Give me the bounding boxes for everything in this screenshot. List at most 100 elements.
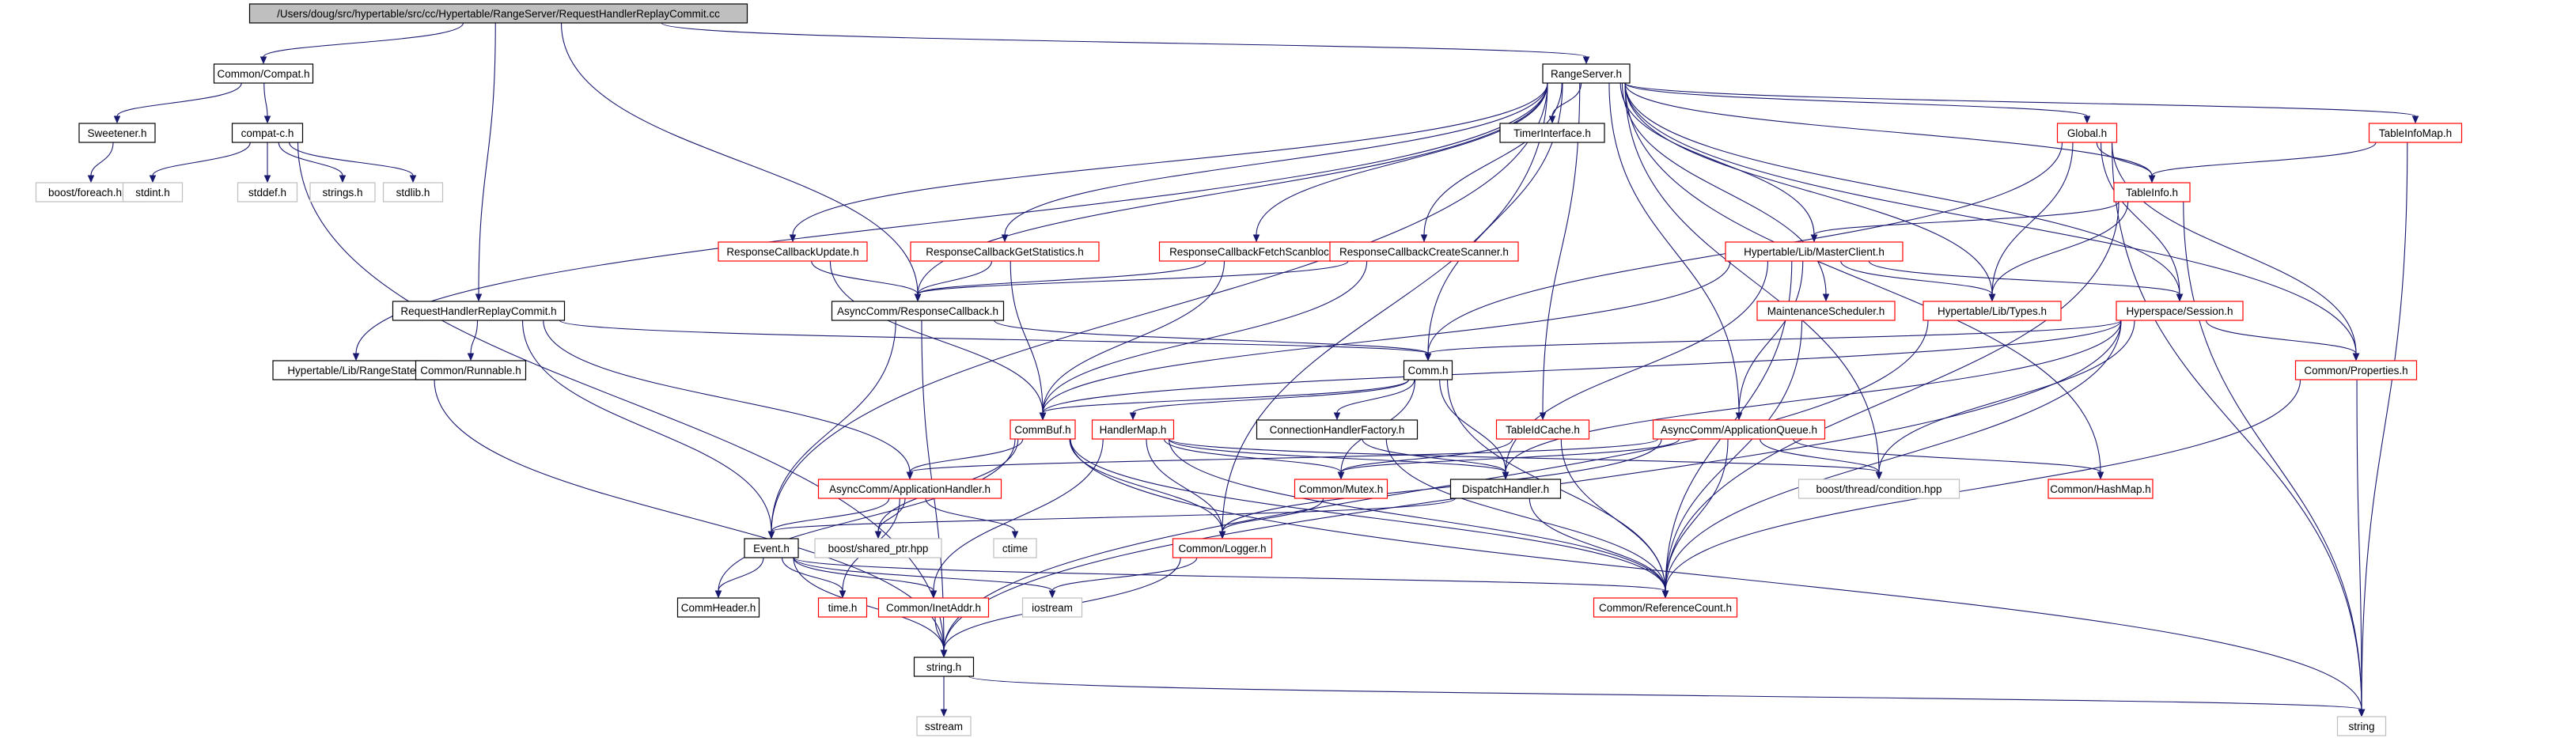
edge-global_h-to-types_h [1988, 142, 2074, 302]
edge-tableinfo-to-types_h [1988, 201, 2129, 302]
node-rangeserver[interactable]: RangeServer.h [1542, 63, 1631, 84]
edge-compat_c-to-stddef [263, 142, 271, 184]
node-sweetener[interactable]: Sweetener.h [78, 123, 156, 143]
node-box [1172, 538, 1273, 558]
node-inetaddr[interactable]: Common/InetAddr.h [877, 597, 990, 618]
edge-rangeserver-to-maint_sched [1621, 82, 1830, 302]
node-label: ConnectionHandlerFactory.h [1270, 424, 1405, 436]
node-time_h[interactable]: time.h [817, 597, 868, 618]
edge-rcb_create-to-async_rcb [914, 260, 1349, 302]
node-rcb_create[interactable]: ResponseCallbackCreateScanner.h [1329, 241, 1519, 262]
node-event_h[interactable]: Event.h [744, 538, 799, 558]
node-rcb_getstats[interactable]: ResponseCallbackGetStatistics.h [910, 241, 1100, 262]
node-rcb_update[interactable]: ResponseCallbackUpdate.h [718, 241, 868, 262]
edge-commbuf-to-commheader [714, 438, 1016, 599]
node-label: MaintenanceScheduler.h [1767, 305, 1885, 317]
node-box [910, 241, 1100, 262]
edge-compat_c-to-stdint [149, 142, 251, 184]
edge-commbuf-to-apphandler [906, 438, 1024, 480]
node-label: /Users/doug/src/hypertable/src/cc/Hypert… [277, 8, 720, 20]
node-maint_sched[interactable]: MaintenanceScheduler.h [1756, 301, 1896, 321]
edge-rhrc_h-to-apphandler [543, 320, 914, 480]
edge-rangeserver-to-tableinfomap [1624, 82, 2419, 124]
node-label: stdint.h [135, 187, 170, 199]
node-box [248, 3, 748, 24]
node-box [916, 716, 972, 736]
node-session_h[interactable]: Hyperspace/Session.h [2116, 301, 2244, 321]
node-label: Common/Logger.h [1178, 543, 1266, 554]
node-box [814, 538, 942, 558]
node-box [2113, 182, 2191, 202]
edge-apphandler-to-ctime [925, 498, 1019, 539]
edge-rcb_getstats-to-async_rcb [914, 260, 993, 302]
node-global_h[interactable]: Global.h [2056, 123, 2118, 143]
node-box [1652, 419, 1826, 440]
node-label: Common/Properties.h [2304, 365, 2407, 377]
node-tableinfo[interactable]: TableInfo.h [2113, 182, 2191, 202]
edge-root-to-rangeserver [661, 22, 1590, 65]
node-label: Common/Mutex.h [1299, 483, 1384, 495]
node-connhandlerfactory[interactable]: ConnectionHandlerFactory.h [1256, 419, 1419, 440]
edge-mutex_h-to-logger_h [1218, 498, 1324, 539]
node-rangestate[interactable]: Hypertable/Lib/RangeState.h [272, 360, 440, 380]
node-mutex_h[interactable]: Common/Mutex.h [1294, 479, 1388, 499]
node-label: time.h [828, 602, 858, 614]
node-label: Sweetener.h [87, 127, 146, 139]
node-masterclient[interactable]: Hypertable/Lib/MasterClient.h [1725, 241, 1904, 262]
node-label: Hypertable/Lib/MasterClient.h [1744, 246, 1885, 258]
edge-rangeserver-to-rcb_update [789, 82, 1548, 243]
node-label: CommBuf.h [1014, 424, 1070, 436]
node-handlermap[interactable]: HandlerMap.h [1091, 419, 1175, 440]
edge-string_h-to-string [968, 676, 2366, 717]
node-timerinterface[interactable]: TimerInterface.h [1499, 123, 1605, 143]
node-tableidcache[interactable]: TableIdCache.h [1495, 419, 1590, 440]
node-refcount[interactable]: Common/ReferenceCount.h [1593, 597, 1738, 618]
edge-masterclient-to-session_h [1868, 260, 2184, 302]
edge-root-to-compat_h [259, 22, 464, 65]
node-label: stdlib.h [396, 187, 430, 199]
node-rhrc_h[interactable]: RequestHandlerReplayCommit.h [392, 301, 566, 321]
node-box [2336, 716, 2387, 736]
edge-root-to-rhrc_h [475, 22, 496, 302]
node-rcb_fetch[interactable]: ResponseCallbackFetchScanblock.h [1158, 241, 1354, 262]
node-appqueue[interactable]: AsyncComm/ApplicationQueue.h [1652, 419, 1826, 440]
node-runnable[interactable]: Common/Runnable.h [415, 360, 527, 380]
edge-event_h-to-inetaddr [793, 557, 938, 599]
node-label: TableInfoMap.h [2379, 127, 2452, 139]
node-box [1593, 597, 1738, 618]
edge-compat_c-to-strings_h [278, 142, 347, 184]
node-apphandler[interactable]: AsyncComm/ApplicationHandler.h [817, 479, 1002, 499]
node-root[interactable]: /Users/doug/src/hypertable/src/cc/Hypert… [248, 3, 748, 24]
node-string_h[interactable]: string.h [913, 657, 975, 677]
node-hashmap[interactable]: Common/HashMap.h [2048, 479, 2154, 499]
edge-sweetener-to-boost_foreach [87, 142, 114, 184]
node-label: TableInfo.h [2126, 187, 2178, 199]
node-commbuf[interactable]: CommBuf.h [1010, 419, 1076, 440]
node-box [1403, 360, 1453, 380]
edge-rcb_fetch-to-async_rcb [914, 260, 1207, 302]
node-types_h[interactable]: Hypertable/Lib/Types.h [1923, 301, 2062, 321]
edge-session_h-to-boost_condition [1875, 320, 2135, 480]
node-ctime: ctime [993, 538, 1037, 558]
node-label: Hypertable/Lib/RangeState.h [287, 365, 424, 377]
node-label: boost/foreach.hpp [48, 187, 134, 199]
node-box [817, 479, 1002, 499]
node-properties[interactable]: Common/Properties.h [2294, 360, 2418, 380]
node-box [1021, 597, 1083, 618]
node-async_rcb[interactable]: AsyncComm/ResponseCallback.h [831, 301, 1005, 321]
node-logger_h[interactable]: Common/Logger.h [1172, 538, 1273, 558]
node-label: ResponseCallbackCreateScanner.h [1339, 246, 1509, 258]
node-compat_c[interactable]: compat-c.h [231, 123, 304, 143]
node-dispatchhandler[interactable]: DispatchHandler.h [1449, 479, 1562, 499]
node-box [1499, 123, 1605, 143]
node-box [993, 538, 1037, 558]
node-commheader[interactable]: CommHeader.h [676, 597, 760, 618]
edge-compat_h-to-sweetener [113, 82, 242, 124]
node-tableinfomap[interactable]: TableInfoMap.h [2368, 123, 2463, 143]
node-comm_h[interactable]: Comm.h [1403, 360, 1453, 380]
edge-masterclient-to-types_h [1840, 260, 1996, 302]
node-compat_h[interactable]: Common/Compat.h [213, 63, 314, 84]
edge-rangeserver-to-async_rcb [914, 82, 1548, 302]
